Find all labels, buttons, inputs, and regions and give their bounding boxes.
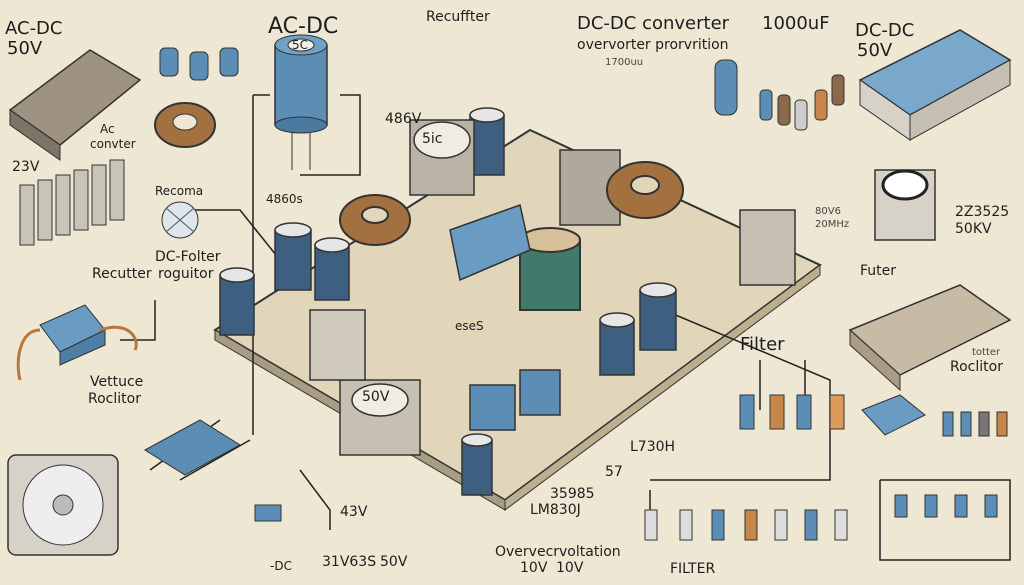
label-31v63s: 31V63S (322, 555, 376, 569)
label-50kv: 50KV (955, 222, 992, 236)
label-1700uu: 1700uu (605, 58, 643, 68)
label-4860s: 4860s (266, 193, 303, 205)
label-filter: Filter (740, 336, 785, 354)
resistors-right (943, 412, 1007, 436)
electrolytic-capacitor-large (275, 35, 327, 170)
label-chip: eseS (455, 320, 484, 332)
label-rectifier: Recuffter (426, 10, 490, 24)
label-l730h: L730H (630, 440, 675, 454)
label-voltage: Vettuce (90, 375, 143, 389)
label-5c: 5C (292, 39, 308, 51)
schematic-diodes (895, 495, 997, 517)
label-50v-right: 50V (857, 42, 892, 60)
label-totter: totter (972, 348, 1000, 358)
label-486v: 486V (385, 112, 421, 126)
blue-relay (862, 395, 925, 435)
label-overvoltage-protection: overvorter prorvrition (577, 38, 729, 52)
label-cap-5ic: 5ic (422, 132, 443, 146)
label-dc-filter: DC-Folter (155, 250, 220, 264)
capacitor-blue-row (160, 48, 238, 80)
label-cap-50v: 50V (362, 390, 389, 404)
label-20mhz: 20MHz (815, 220, 849, 230)
blue-module (18, 305, 136, 380)
label-filter-bottom: FILTER (670, 562, 715, 576)
label-regulator: roguitor (158, 267, 213, 281)
ic-chip (145, 420, 240, 475)
label-2z3525: 2Z3525 (955, 205, 1009, 219)
label-lm830j: LM830J (530, 503, 581, 517)
label-1000uf: 1000uF (762, 15, 830, 33)
label-dc-bottom: -DC (270, 560, 292, 572)
label-50v: 50V (7, 40, 42, 58)
label-10v-a: 10V (520, 561, 547, 575)
label-recoma: Recoma (155, 185, 203, 197)
label-converter: convter (90, 138, 136, 150)
label-rectifier-left: Recutter (92, 267, 152, 281)
label-ac-dc: AC-DC (5, 20, 63, 38)
label-futer: Futer (860, 264, 896, 278)
label-dc-dc-right: DC-DC (855, 22, 914, 40)
label-10v-b: 10V (556, 561, 583, 575)
label-43v: 43V (340, 505, 367, 519)
label-dc-dc-converter: DC-DC converter (577, 15, 729, 33)
label-overvoltage: Overvecrvoltation (495, 545, 621, 559)
circuit-board (215, 130, 820, 500)
transistor (255, 505, 281, 521)
resistors-top (715, 60, 844, 130)
label-regulator-left: Roclitor (88, 392, 141, 406)
label-57: 57 (605, 465, 623, 479)
label-ac-dc-center: AC-DC (268, 16, 338, 38)
label-23v: 23V (12, 160, 39, 174)
resistors-filter (645, 395, 847, 540)
label-50v-bottom: 50V (380, 555, 407, 569)
label-35985: 35985 (550, 487, 595, 501)
label-80v6: 80V6 (815, 207, 841, 217)
label-ac: Ac (100, 123, 115, 135)
label-roclitor-right: Roclitor (950, 360, 1003, 374)
